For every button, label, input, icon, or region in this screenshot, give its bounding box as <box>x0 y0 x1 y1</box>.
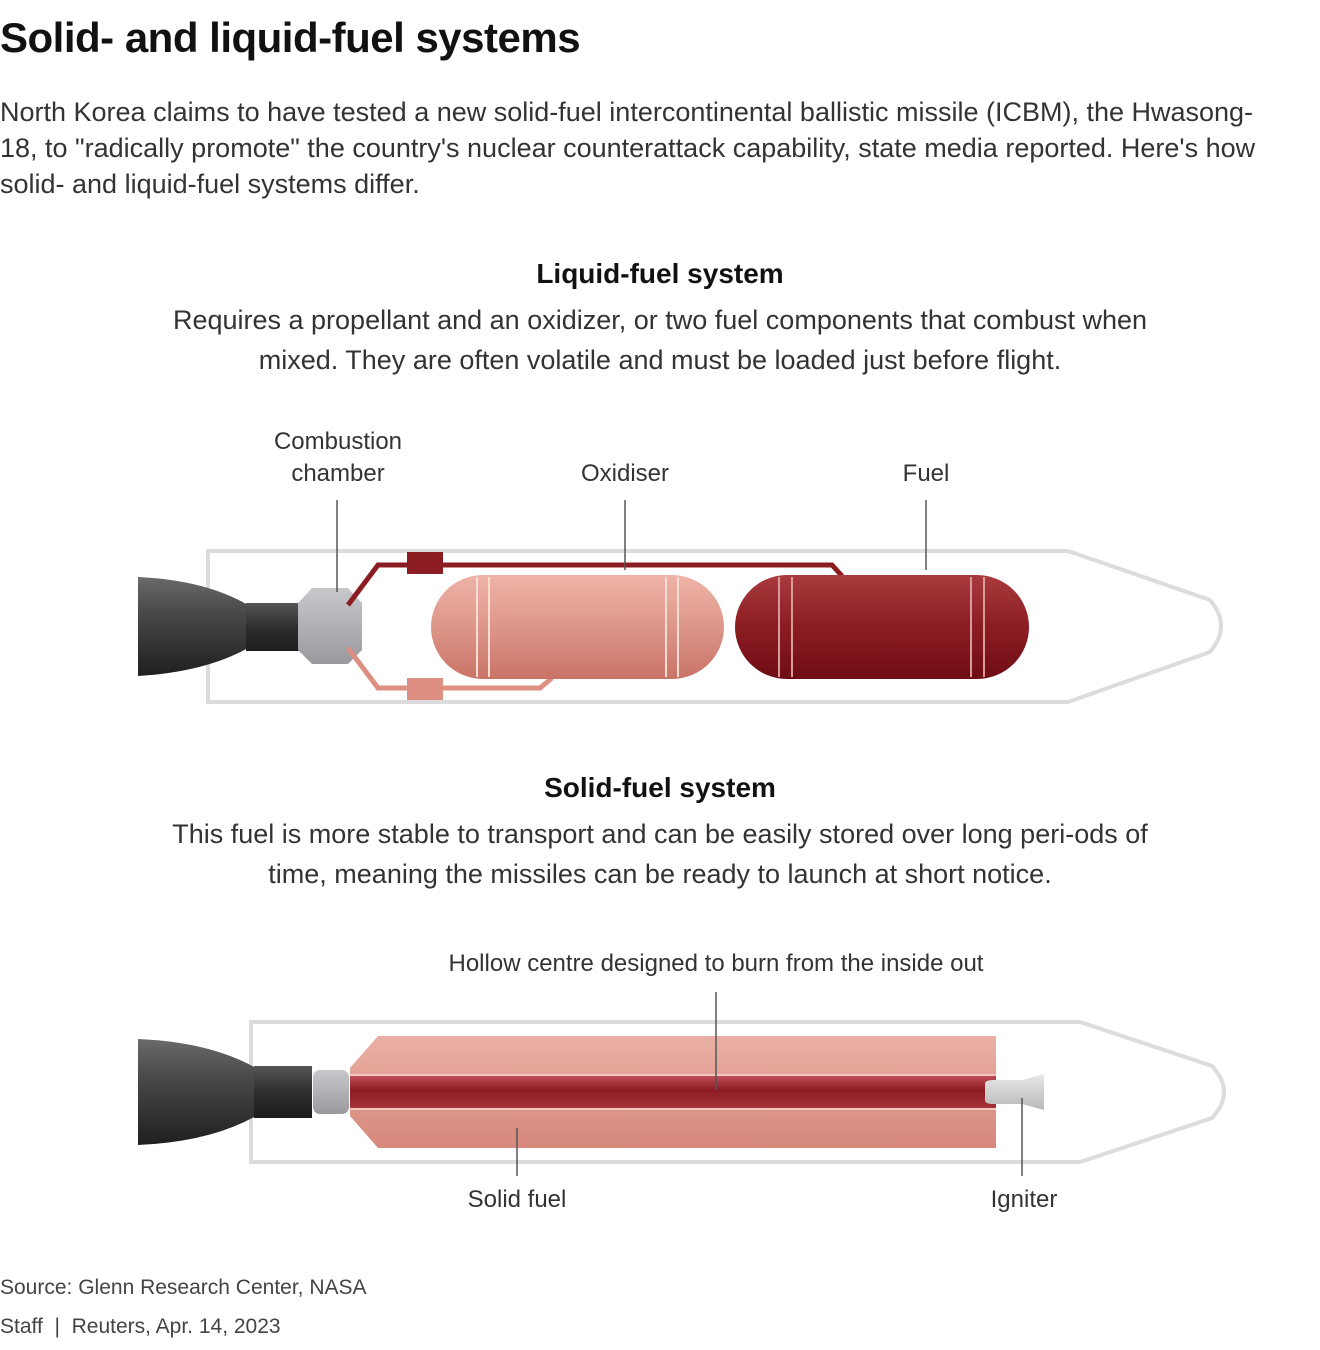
fuel-feed-valve <box>407 552 443 574</box>
page-title: Solid- and liquid-fuel systems <box>0 14 581 61</box>
liquid-section-title: Liquid-fuel system <box>536 258 784 289</box>
credit-line: Staff | Reuters, Apr. 14, 2023 <box>0 1315 281 1338</box>
oxidiser-tank <box>431 575 724 679</box>
combustion-label-line2: chamber <box>291 460 385 487</box>
combustion-chamber-label: Combustion chamber <box>238 426 438 490</box>
fuel-label: Fuel <box>902 460 950 487</box>
hollow-centre-label: Hollow centre designed to burn from the … <box>448 950 984 977</box>
liquid-section-description: Requires a propellant and an oxidizer, o… <box>172 305 1148 375</box>
intro-text: North Korea claims to have tested a new … <box>0 97 1256 199</box>
oxidiser-label: Oxidiser <box>580 460 670 487</box>
combustion-chamber-icon <box>313 1070 349 1114</box>
oxidiser-feed-line <box>346 646 554 691</box>
igniter-label: Igniter <box>990 1186 1058 1213</box>
source-note: Source: Glenn Research Center, NASA <box>0 1276 367 1299</box>
igniter-icon <box>985 1074 1044 1110</box>
combustion-chamber-icon <box>298 588 362 664</box>
oxidiser-feed-valve <box>407 678 443 700</box>
liquid-rocket <box>138 500 1223 704</box>
nozzle-icon <box>138 577 302 676</box>
nozzle-icon <box>138 1039 312 1145</box>
solid-section-description: This fuel is more stable to transport an… <box>172 819 1148 889</box>
solid-fuel-label: Solid fuel <box>467 1186 567 1213</box>
combustion-label-line1: Combustion <box>273 428 403 455</box>
solid-section-title: Solid-fuel system <box>544 772 776 803</box>
fuel-feed-line <box>346 562 844 607</box>
solid-rocket <box>138 992 1226 1176</box>
hollow-core <box>350 1075 996 1109</box>
fuel-tank <box>735 575 1029 679</box>
